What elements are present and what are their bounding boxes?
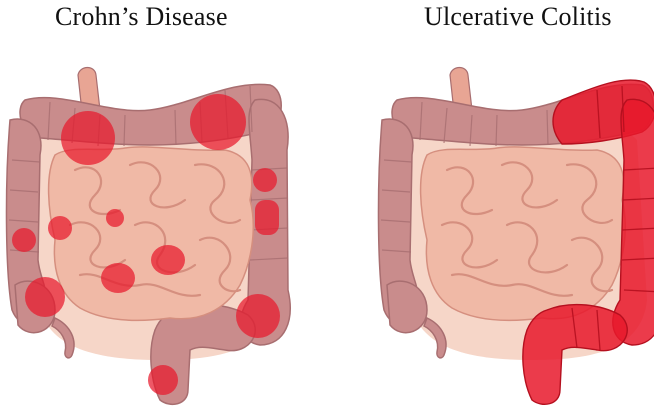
inflammation-small-bowel-4 — [151, 245, 185, 275]
title-crohns: Crohn’s Disease — [55, 2, 228, 32]
inflammation-small-bowel-1 — [48, 216, 72, 240]
crohns-intestine-illustration — [0, 60, 310, 410]
ulcerative-colitis-intestine-illustration — [372, 60, 654, 410]
small-intestine — [49, 147, 254, 320]
small-intestine — [421, 147, 626, 320]
inflammation-sigmoid — [236, 294, 280, 338]
title-ulcerative-colitis: Ulcerative Colitis — [424, 2, 612, 32]
inflammation-cecum — [25, 277, 65, 317]
inflammation-transverse-left — [61, 111, 115, 165]
inflammation-small-bowel-2 — [106, 209, 124, 227]
inflammation-rectum — [148, 365, 178, 395]
inflammation-small-bowel-3 — [101, 263, 135, 293]
inflammation-descending-2 — [255, 200, 279, 235]
inflammation-descending-1 — [253, 168, 277, 192]
inflammation-transverse-right — [190, 94, 246, 150]
inflammation-ascending — [12, 228, 36, 252]
